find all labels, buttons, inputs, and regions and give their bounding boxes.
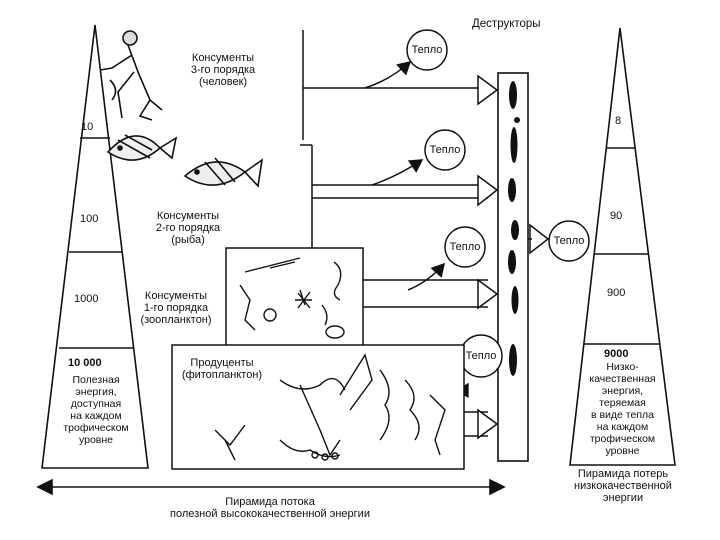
heat-label-1: Тепло: [411, 44, 443, 56]
bottom-arrow: [36, 478, 506, 496]
human-illustration: [99, 30, 163, 121]
consumers-third-label: Консументы 3-го порядка (человек): [190, 52, 256, 88]
right-pyramid-caption: Низко- качественная энергия, теряемая в …: [589, 361, 656, 457]
fish-illustration: [106, 134, 264, 188]
left-level-100: 100: [80, 213, 99, 225]
flow-lines: [300, 30, 488, 437]
right-level-900: 900: [607, 287, 626, 299]
left-pyramid: [41, 24, 149, 469]
right-pyramid-label: Пирамида потерь низкокачественной энерги…: [574, 468, 672, 504]
heat-arrows: [364, 60, 469, 405]
heat-label-2: Тепло: [429, 144, 461, 156]
producers-label: Продуценты (фитопланктон): [181, 357, 263, 381]
phytoplankton-box: [171, 344, 465, 470]
right-level-9000: 9000: [604, 348, 629, 360]
decomposer-organisms: [508, 81, 520, 376]
right-pyramid: [569, 27, 676, 466]
left-level-1000: 1000: [74, 293, 99, 305]
heat-circles: [406, 29, 590, 378]
consumers-first-label: Консументы 1-го порядка (зоопланктон): [140, 290, 212, 326]
zooplankton-illustration: [239, 257, 345, 339]
decomposers-title: Деструкторы: [472, 18, 541, 30]
consumers-second-label: Консументы 2-го порядка (рыба): [155, 210, 221, 246]
bottom-label: Пирамида потока полезной высококачествен…: [170, 496, 370, 520]
left-pyramid-caption: Полезная энергия, доступная на каждом тр…: [63, 374, 129, 446]
heat-label-4: Тепло: [465, 350, 497, 362]
heat-label-3: Тепло: [449, 241, 481, 253]
phytoplankton-illustration: [214, 353, 446, 461]
block-arrows: [477, 74, 550, 440]
right-level-8: 8: [615, 115, 622, 127]
heat-label-5: Тепло: [553, 235, 585, 247]
left-level-10000: 10 000: [68, 357, 102, 369]
left-level-10: 10: [81, 121, 94, 133]
right-level-90: 90: [610, 210, 623, 222]
